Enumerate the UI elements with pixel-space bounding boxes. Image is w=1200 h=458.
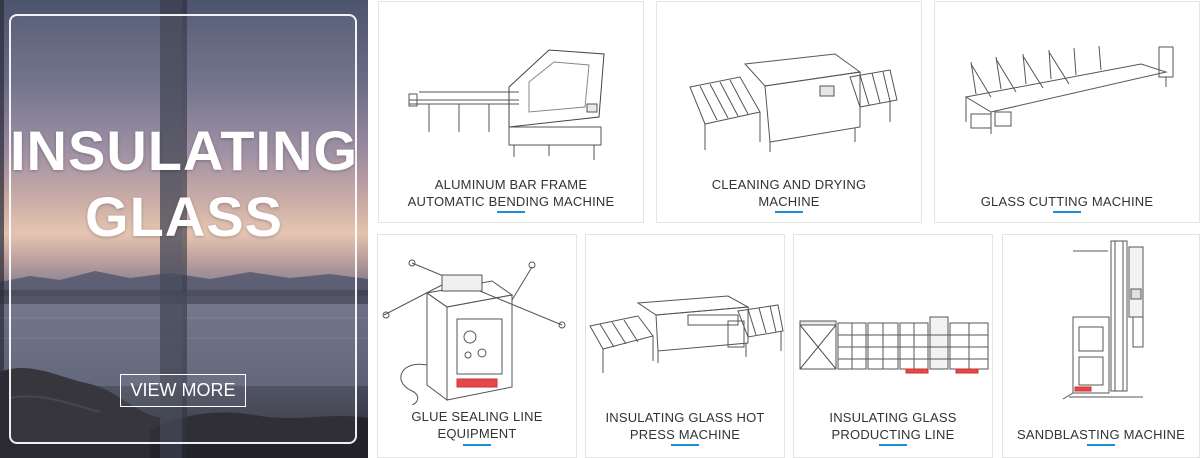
accent-underline [497,211,525,213]
hero-title-line1: INSULATING [9,119,359,182]
product-label: GLASS CUTTING MACHINE [980,194,1154,209]
product-card-glue-sealing[interactable]: GLUE SEALING LINE EQUIPMENT [377,234,577,458]
product-label: SANDBLASTING MACHINE [1017,427,1185,442]
hero-background-image [0,0,368,458]
hero-title-line2: GLASS [85,185,283,248]
product-card-cleaning-drying[interactable]: CLEANING AND DRYING MACHINE [656,1,922,223]
product-card-glass-cutting[interactable]: GLASS CUTTING MACHINE [934,1,1200,223]
product-card-producting-line[interactable]: INSULATING GLASS PRODUCTING LINE [793,234,993,458]
product-label: CLEANING AND DRYING MACHINE [711,177,867,209]
product-card-sandblasting[interactable]: SANDBLASTING MACHINE [1002,234,1200,458]
producting-line-image [798,313,990,375]
cleaning-drying-machine-image [685,42,899,157]
glass-cutting-machine-image [961,42,1181,142]
hero-frame [9,14,357,444]
accent-underline [879,444,907,446]
hero-banner[interactable]: INSULATING GLASS VIEW MORE [0,0,368,458]
aluminum-bar-bending-machine-image [399,32,625,162]
accent-underline [463,444,491,446]
hot-press-machine-image [588,291,784,381]
accent-underline [1053,211,1081,213]
product-label: INSULATING GLASS HOT PRESS MACHINE [605,410,765,442]
product-label: ALUMINUM BAR FRAME AUTOMATIC BENDING MAC… [407,177,615,209]
product-label: GLUE SEALING LINE EQUIPMENT [411,409,543,441]
sandblasting-machine-image [1043,237,1173,405]
hero-title: INSULATING GLASS [0,118,368,250]
accent-underline [671,444,699,446]
glue-sealing-equipment-image [382,255,574,405]
accent-underline [775,211,803,213]
accent-underline [1087,444,1115,446]
view-more-button[interactable]: VIEW MORE [120,374,246,407]
product-card-aluminum-bar-bending[interactable]: ALUMINUM BAR FRAME AUTOMATIC BENDING MAC… [378,1,644,223]
product-label: INSULATING GLASS PRODUCTING LINE [829,410,957,442]
product-card-hot-press[interactable]: INSULATING GLASS HOT PRESS MACHINE [585,234,785,458]
